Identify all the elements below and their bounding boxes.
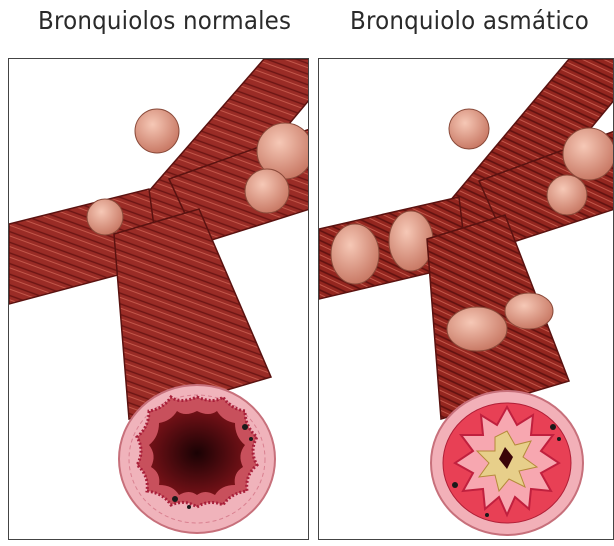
normal-bronchiole-panel	[8, 58, 309, 540]
constriction-bulge	[447, 307, 507, 351]
panel-title-normal: Bronquiolos normales	[38, 6, 291, 35]
alveolus	[245, 169, 289, 213]
bronchiole-illustration-asthmatic	[319, 59, 614, 540]
panel-title-asthmatic: Bronquiolo asmático	[350, 6, 589, 35]
constriction-bulge	[389, 211, 433, 271]
constriction-bulge	[331, 224, 379, 284]
asthmatic-bronchiole-panel	[318, 58, 614, 540]
alveolus	[87, 199, 123, 235]
cross-section-asthmatic	[431, 391, 583, 535]
cross-section-normal	[119, 385, 275, 533]
alveolus	[547, 175, 587, 215]
alveolus	[563, 128, 614, 180]
alveolus	[449, 109, 489, 149]
alveolus	[135, 109, 179, 153]
bronchiole-illustration-normal	[9, 59, 309, 540]
constriction-bulge	[505, 293, 553, 329]
